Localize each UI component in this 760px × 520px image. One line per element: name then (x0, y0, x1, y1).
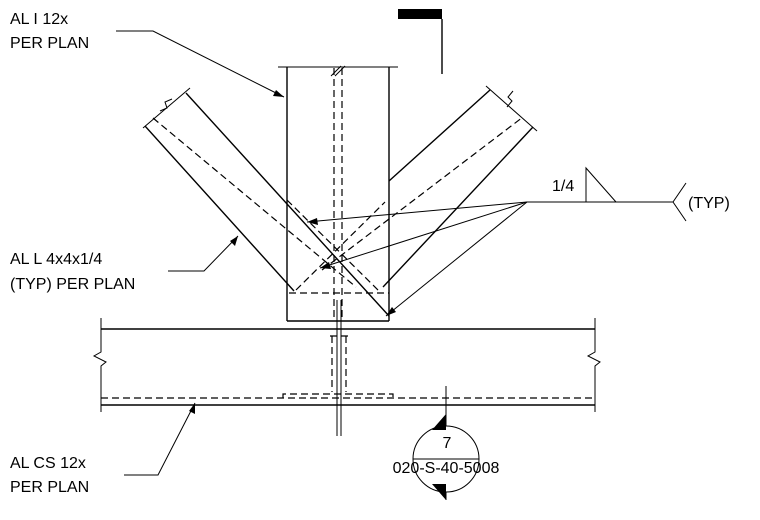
weld-symbol (306, 166, 687, 317)
i-beam-label-line1: AL I 12x (10, 11, 68, 28)
channel-label-line1: AL CS 12x (10, 455, 86, 472)
angle-label-line1: AL L 4x4x1/4 (10, 251, 102, 268)
weld-tail-note: (TYP) (688, 195, 730, 212)
channel-label-line2: PER PLAN (10, 479, 89, 496)
horizontal-channel (92, 300, 601, 436)
section-sheet-reference: 020-S-40-5008 (393, 460, 500, 477)
right-angle-brace (321, 85, 538, 288)
gusset-plate-hidden-lines (286, 199, 389, 294)
leader-lines (116, 30, 285, 476)
i-beam-label-line2: PER PLAN (10, 35, 89, 52)
angle-label-line2: (TYP) PER PLAN (10, 276, 135, 293)
section-callout (412, 386, 480, 500)
left-angle-brace (142, 87, 390, 317)
vertical-i-beam (278, 65, 398, 322)
section-number: 7 (443, 435, 452, 452)
section-cut-marker (398, 9, 443, 74)
weld-size-label: 1/4 (552, 178, 574, 195)
